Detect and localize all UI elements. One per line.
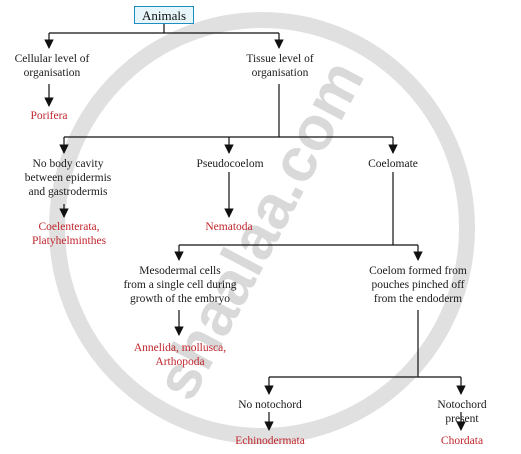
node-notochord-present: Notochord present [437,399,487,425]
node-mesodermal-cells: Mesodermal cells from a single cell duri… [123,265,237,305]
node-coelom-pouches: Coelom formed from pouches pinched off f… [369,265,467,305]
group-annelida: Annelida, mollusca, Arthopoda [133,342,227,368]
node-pseudocoelom: Pseudocoelom [196,158,264,170]
node-cellular-level: Cellular level of organisation [14,53,90,79]
root-node-animals: Animals [134,6,194,24]
group-coelenterata: Coelenterata, Platyhelminthes [31,221,107,247]
node-no-notochord: No notochord [238,399,302,411]
node-coelomate: Coelomate [368,158,418,170]
node-tissue-level: Tissue level of organisation [246,53,314,79]
node-no-body-cavity: No body cavity between epidermis and gas… [24,158,112,198]
group-porifera: Porifera [30,110,68,122]
group-echinodermata: Echinodermata [235,435,305,447]
group-chordata: Chordata [440,435,484,447]
group-nematoda: Nematoda [205,221,253,233]
